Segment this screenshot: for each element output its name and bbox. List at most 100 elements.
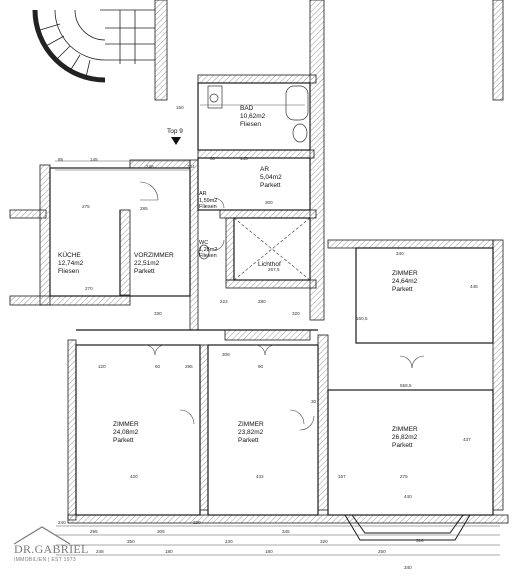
room-zimmer-2: ZIMMER 24,08m2 Parkett — [113, 421, 139, 445]
dimension-label: 330 — [154, 311, 162, 316]
staircase — [32, 9, 155, 83]
dimension-label: 340 — [396, 251, 404, 256]
dimension-label: 437 — [463, 437, 471, 442]
unit-label: Top 9 — [167, 128, 183, 135]
room-name: AR — [199, 191, 207, 197]
dimension-label: 30 — [311, 399, 317, 404]
dimension-lines — [55, 104, 500, 556]
room-area: 5,04m2 — [260, 174, 282, 181]
room-zimmer-3: ZIMMER 23,82m2 Parkett — [238, 421, 264, 445]
dimension-labels: 150 244 85 145 60 145 300 275 285 330 27… — [58, 105, 478, 570]
room-name: ZIMMER — [392, 270, 418, 277]
room-floor: Fliesen — [240, 121, 261, 128]
room-name: BAD — [240, 105, 254, 112]
house-outline-icon — [13, 526, 71, 545]
dimension-label: 300 — [265, 200, 273, 205]
dimension-label: 310 — [416, 538, 424, 543]
room-lichthof: Lichthof — [258, 261, 281, 269]
room-floor: Parkett — [260, 182, 281, 189]
dimension-label: 220 — [193, 520, 201, 525]
dimension-label: 440 — [404, 494, 412, 499]
dimension-label: 230 — [225, 539, 233, 544]
room-name: ZIMMER — [392, 426, 418, 433]
room-name: Lichthof — [258, 261, 281, 268]
dimension-label: 145 — [240, 156, 248, 161]
room-area: 12,74m2 — [58, 260, 84, 267]
room-name: WC — [199, 240, 209, 246]
dimension-label: 432 — [256, 474, 264, 479]
bathroom-fixtures — [198, 85, 309, 260]
room-floor: Parkett — [134, 268, 155, 275]
dimension-label: 222 — [220, 299, 228, 304]
dimension-label: 246 — [146, 164, 154, 169]
room-name: AR — [260, 166, 270, 173]
room-area: 23,82m2 — [238, 429, 264, 436]
dimension-label: 240 — [58, 520, 66, 525]
company-logo: DR.GABRIEL IMMOBILIEN | EST 1973 — [8, 524, 100, 570]
dimension-label: 120 — [98, 364, 106, 369]
dimension-label: 295 — [90, 529, 98, 534]
dimension-label: 90 — [258, 364, 264, 369]
dimension-label: 305 — [157, 529, 165, 534]
room-zimmer-1: ZIMMER 24,64m2 Parkett — [392, 270, 418, 294]
dimension-label: 157 — [338, 474, 346, 479]
dimension-label: 60 — [210, 156, 216, 161]
bay-window — [344, 514, 471, 541]
dimension-label: 275 — [400, 474, 408, 479]
dimension-label: 180 — [165, 549, 173, 554]
dimension-label: 270 — [85, 286, 93, 291]
room-vorzimmer: VORZIMMER 22,51m2 Parkett — [134, 252, 174, 276]
dimension-label: 250 — [378, 549, 386, 554]
lichthof-cross — [233, 217, 311, 281]
room-floor: Fliesen — [199, 253, 217, 259]
dimension-label: 320 — [320, 539, 328, 544]
dimension-label: 350 — [127, 539, 135, 544]
dimension-label: 308 — [222, 352, 230, 357]
dimension-label: 60 — [155, 364, 161, 369]
room-outlines — [49, 82, 494, 516]
dimension-label: 275 — [82, 204, 90, 209]
room-name: VORZIMMER — [134, 252, 174, 259]
room-floor: Parkett — [392, 442, 413, 449]
room-area: 24,08m2 — [113, 429, 139, 436]
dimension-label: 267,5 — [268, 267, 280, 272]
dimension-label: 340 — [404, 565, 412, 570]
dimension-label: 285 — [140, 206, 148, 211]
dimension-label: 145 — [90, 157, 98, 162]
dimension-label: 150 — [176, 105, 184, 110]
dimension-label: 558,5 — [400, 383, 412, 388]
dimension-label: 248 — [96, 549, 104, 554]
dimension-label: 160,5 — [356, 316, 368, 321]
room-floor: Parkett — [392, 286, 413, 293]
dimension-label: 295 — [185, 364, 193, 369]
room-kueche: KÜCHE 12,74m2 Fliesen — [58, 252, 83, 276]
dimension-label: 180 — [265, 549, 273, 554]
room-ar-small: AR 1,59m2 Fliesen — [199, 191, 217, 211]
room-wc: WC 1,28m2 Fliesen — [199, 240, 217, 260]
room-floor: Parkett — [113, 437, 134, 444]
room-area: 26,82m2 — [392, 434, 418, 441]
room-area: 10,62m2 — [240, 113, 266, 120]
room-area: 22,51m2 — [134, 260, 160, 267]
room-ar: AR 5,04m2 Parkett — [260, 166, 282, 190]
entrance-arrow-icon — [171, 137, 181, 145]
dimension-label: 446 — [470, 284, 478, 289]
room-name: ZIMMER — [113, 421, 139, 428]
dimension-label: 280 — [258, 299, 266, 304]
room-floor: Fliesen — [58, 268, 79, 275]
logo-tagline: IMMOBILIEN | EST 1973 — [14, 557, 76, 563]
room-name: ZIMMER — [238, 421, 264, 428]
room-floor: Parkett — [238, 437, 259, 444]
dimension-label: 244 — [187, 164, 195, 169]
room-bad: BAD 10,62m2 Fliesen — [240, 105, 265, 129]
room-zimmer-4: ZIMMER 26,82m2 Parkett — [392, 426, 418, 450]
dimension-label: 320 — [292, 311, 300, 316]
room-area: 1,28m2 — [199, 246, 218, 253]
dimension-label: 85 — [58, 157, 64, 162]
room-floor: Fliesen — [199, 204, 217, 210]
dimension-label: 345 — [282, 529, 290, 534]
room-name: KÜCHE — [58, 252, 81, 259]
dimension-label: 420 — [130, 474, 138, 479]
doors — [139, 181, 425, 431]
